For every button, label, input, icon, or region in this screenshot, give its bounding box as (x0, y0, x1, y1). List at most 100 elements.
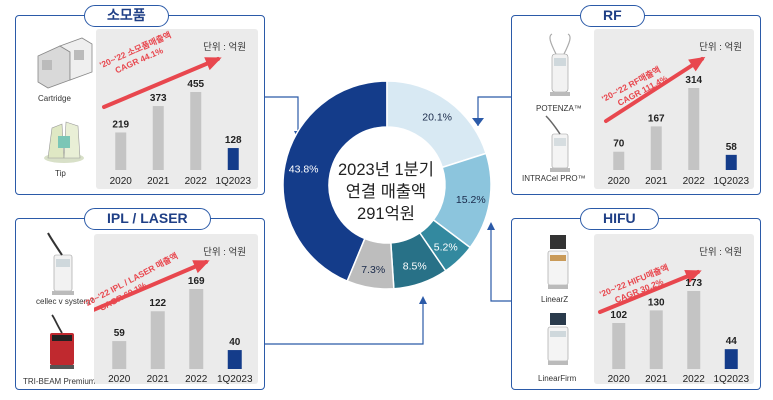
product-label-tri-beam: TRI-BEAM Premium™ (23, 377, 104, 386)
category-label: 2022 (185, 374, 208, 384)
tip-image (44, 121, 84, 163)
bar-1Q2023 (227, 350, 242, 369)
bar-2021 (152, 106, 164, 170)
category-label: 2021 (645, 176, 668, 187)
donut-slice-label: 43.8% (289, 163, 319, 175)
category-label: 1Q2023 (215, 176, 251, 187)
category-label: 2020 (108, 374, 131, 384)
unit-label: 단위 : 억원 (203, 42, 246, 53)
bar-value-label: 219 (112, 119, 129, 130)
potenza-image (549, 33, 571, 96)
bar-value-label: 44 (726, 336, 738, 347)
category-label: 2022 (185, 176, 208, 187)
bar-2020 (613, 151, 625, 170)
unit-label: 단위 : 억원 (699, 247, 742, 258)
bar-2022 (687, 291, 701, 369)
category-label: 1Q2023 (713, 176, 749, 187)
unit-label: 단위 : 억원 (203, 247, 246, 258)
bar-value-label: 167 (648, 113, 665, 124)
panel-ipl-laser: IPL / LASER cellec v system™ TRI-BEAM Pr… (15, 208, 265, 390)
bar-2022 (688, 88, 700, 170)
growth-arrow (604, 56, 706, 123)
panel-title-consumables: 소모품 (84, 5, 169, 27)
bar-value-label: 102 (610, 310, 627, 321)
center-title-line1: 2023년 1분기 (337, 161, 434, 179)
bar-chart-hifu: 102 2020 130 2021 173 2022 44 1Q2023 (598, 270, 749, 384)
growth-arrow (598, 270, 702, 314)
product-label-linearz: LinearZ (541, 295, 569, 304)
bar-value-label: 122 (149, 298, 166, 309)
product-label-linearfirm: LinearFirm (538, 374, 577, 383)
product-label-cartridge: Cartridge (38, 94, 71, 103)
unit-label: 단위 : 억원 (699, 42, 742, 53)
product-label-potenza: POTENZA™ (536, 104, 582, 113)
donut-slice-label: 15.2% (456, 194, 486, 206)
cartridge-image (37, 37, 93, 89)
intracel-image (545, 115, 570, 172)
bar-1Q2023 (724, 349, 738, 369)
bar-1Q2023 (725, 154, 737, 170)
panel-title-ipl-laser: IPL / LASER (84, 208, 211, 230)
linearfirm-image (547, 313, 569, 365)
bar-2021 (650, 126, 662, 170)
center-total-revenue: 291억원 (357, 205, 415, 223)
cellec-v-image (47, 232, 74, 295)
category-label: 2021 (147, 374, 170, 384)
product-label-tip: Tip (55, 169, 66, 178)
bar-2020 (112, 341, 127, 369)
bar-2020 (612, 323, 626, 369)
bar-value-label: 40 (229, 337, 241, 348)
category-label: 2020 (110, 176, 133, 187)
panel-title-hifu: HIFU (580, 208, 659, 230)
bar-value-label: 314 (685, 75, 702, 86)
category-label: 2020 (608, 374, 631, 384)
product-label-intracel: INTRACel PRO™ (522, 174, 586, 183)
bar-value-label: 128 (225, 135, 242, 146)
growth-arrow (102, 57, 222, 109)
donut-slice-label: 8.5% (403, 260, 427, 272)
bar-chart-ipl-laser: 59 2020 122 2021 169 2022 40 1Q2023 (94, 260, 253, 384)
donut-slice-label: 7.3% (361, 264, 385, 276)
product-label-cellec-v: cellec v system™ (36, 297, 99, 306)
bar-value-label: 70 (613, 139, 625, 150)
bar-2022 (190, 92, 202, 170)
donut-slice-label: 5.2% (434, 241, 458, 253)
donut-slice-1 (386, 80, 488, 169)
bar-2022 (189, 289, 204, 369)
category-label: 2022 (683, 374, 706, 384)
category-label: 1Q2023 (713, 374, 749, 384)
bar-2021 (649, 310, 663, 369)
panel-consumables: 소모품 Cartridge Tip 단위 : 억원 219 2020 373 2021… (15, 5, 265, 195)
donut-slice-0 (282, 80, 388, 283)
bar-value-label: 173 (685, 278, 702, 289)
category-label: 2021 (147, 176, 170, 187)
center-title-line2: 연결 매출액 (345, 183, 427, 201)
connector-arrows (265, 96, 511, 345)
bar-value-label: 373 (150, 93, 167, 104)
tri-beam-image (50, 314, 74, 369)
category-label: 2020 (608, 176, 631, 187)
bar-1Q2023 (227, 148, 239, 170)
panel-title-rf: RF (580, 5, 645, 27)
panel-rf: RF POTENZA™ INTRACel PRO™ 단위 : 억원 70 2020… (511, 5, 761, 195)
category-label: 1Q2023 (217, 374, 253, 384)
bar-value-label: 130 (648, 297, 665, 308)
bar-2020 (115, 132, 127, 170)
bar-value-label: 169 (188, 276, 205, 287)
linearz-image (547, 235, 569, 289)
bar-value-label: 59 (114, 328, 126, 339)
bar-value-label: 455 (187, 79, 204, 90)
bar-2021 (150, 311, 165, 369)
category-label: 2021 (645, 374, 668, 384)
growth-arrow (94, 260, 210, 312)
bar-chart-consumables: 219 2020 373 2021 455 2022 128 1Q2023 (102, 57, 251, 187)
donut-slice-label: 20.1% (422, 111, 452, 123)
donut-slice-5 (346, 237, 395, 290)
